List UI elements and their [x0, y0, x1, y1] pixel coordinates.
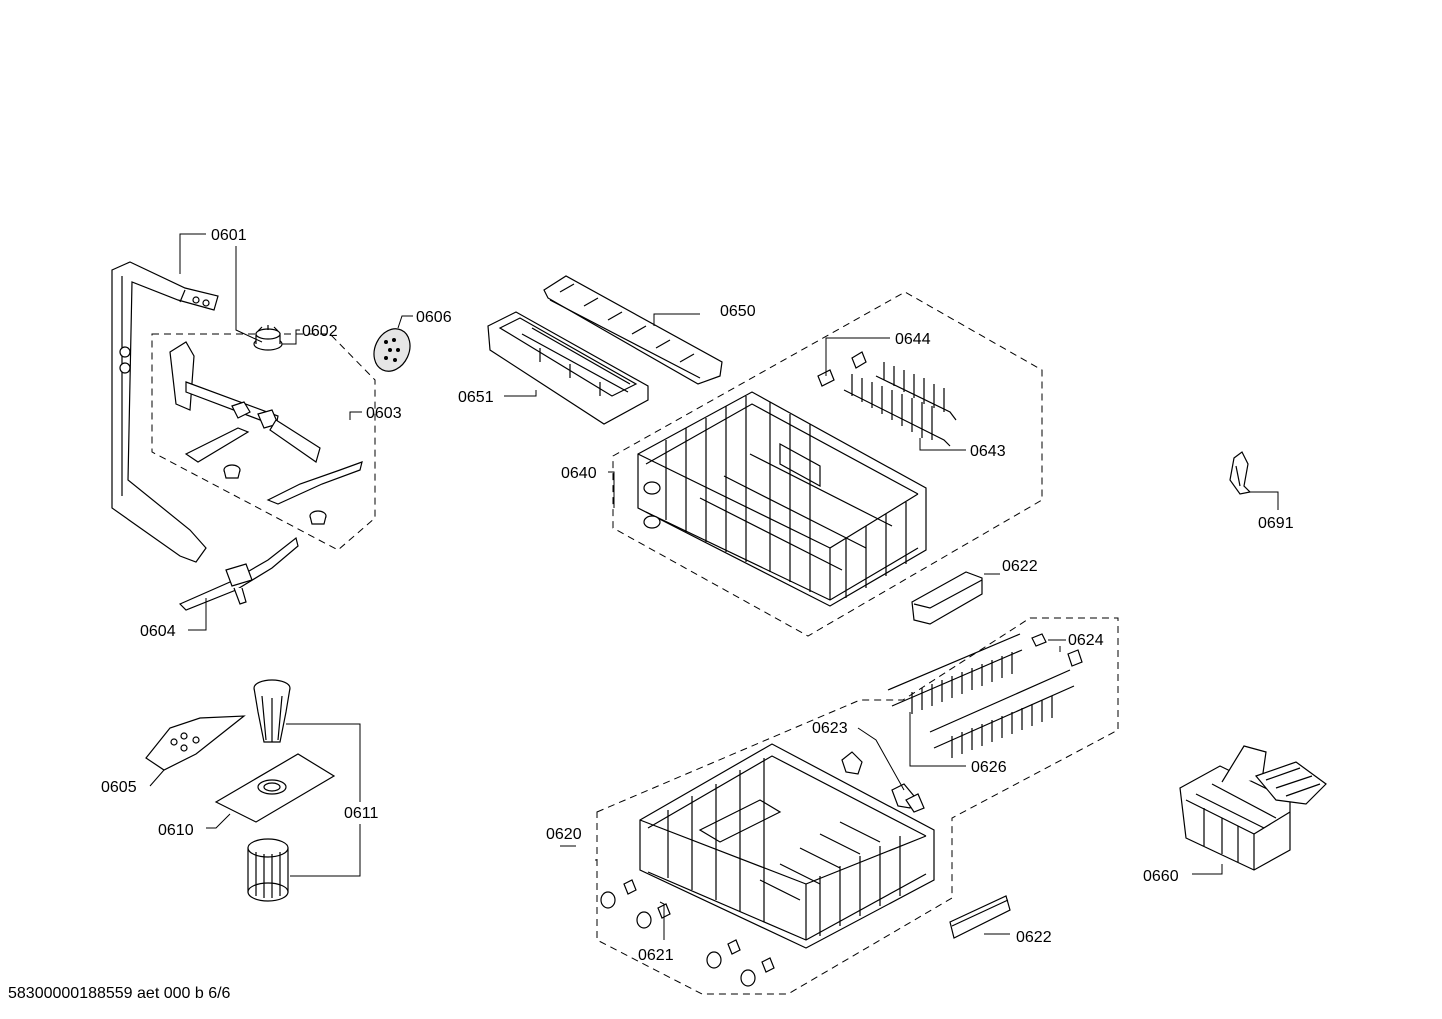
- lower-spray-arm-part: [178, 536, 299, 611]
- label-0691: 0691: [1258, 515, 1294, 532]
- label-0640: 0640: [561, 465, 597, 482]
- sump-cover-part: [145, 715, 246, 771]
- cutlery-basket-part: [1179, 745, 1327, 871]
- lower-clip-part: [1031, 633, 1083, 667]
- microfilter-disc-part: [373, 328, 411, 372]
- label-0624: 0624: [1068, 632, 1104, 649]
- spray-arm-group-outline: [151, 333, 376, 551]
- upper-spray-arm-assembly-part: [169, 341, 363, 525]
- label-0611: 0611: [344, 805, 379, 822]
- basket-roller-part: [600, 879, 775, 987]
- label-0660: 0660: [1143, 868, 1179, 885]
- coarse-filter-part: [247, 838, 289, 902]
- label-0650: 0650: [720, 303, 756, 320]
- label-0651: 0651: [458, 389, 494, 406]
- label-0610: 0610: [158, 822, 194, 839]
- label-0622-lower: 0622: [1016, 929, 1052, 946]
- basket-hook-part: [1229, 451, 1252, 495]
- label-0626: 0626: [971, 759, 1007, 776]
- upper-basket-group-outline: [612, 291, 1043, 637]
- leader-lines: [149, 233, 1279, 940]
- lower-tine-rack-part: [887, 633, 1075, 758]
- folding-tine-rack-part: [843, 362, 957, 447]
- lower-basket-group-outline: [596, 617, 1119, 995]
- label-0603: 0603: [366, 405, 402, 422]
- lower-basket-part: [639, 743, 935, 949]
- rack-clip-part: [817, 351, 867, 387]
- lower-basket-clip-part: [841, 751, 925, 813]
- cutlery-tray-insert-part: [543, 275, 723, 385]
- label-0601: 0601: [211, 227, 247, 244]
- label-0604: 0604: [140, 623, 176, 640]
- water-supply-pipe-part: [111, 261, 219, 563]
- document-code: 58300000188559 aet 000 b 6/6: [8, 985, 231, 1002]
- label-0620: 0620: [546, 826, 582, 843]
- basket-handle-cover-lower-part: [949, 895, 1011, 939]
- cutlery-tray-part: [487, 311, 649, 425]
- label-0602: 0602: [302, 323, 338, 340]
- upper-basket-part: [637, 391, 927, 607]
- label-0623: 0623: [812, 720, 848, 737]
- label-0605: 0605: [101, 779, 137, 796]
- fine-filter-cylinder-part: [253, 679, 291, 743]
- basket-handle-cover-upper-part: [911, 571, 983, 625]
- label-0621: 0621: [638, 947, 674, 964]
- nozzle-connector-part: [253, 325, 283, 351]
- label-0606: 0606: [416, 309, 452, 326]
- label-0644: 0644: [895, 331, 931, 348]
- label-0622-upper: 0622: [1002, 558, 1038, 575]
- label-0643: 0643: [970, 443, 1006, 460]
- flat-filter-plate-part: [214, 753, 336, 823]
